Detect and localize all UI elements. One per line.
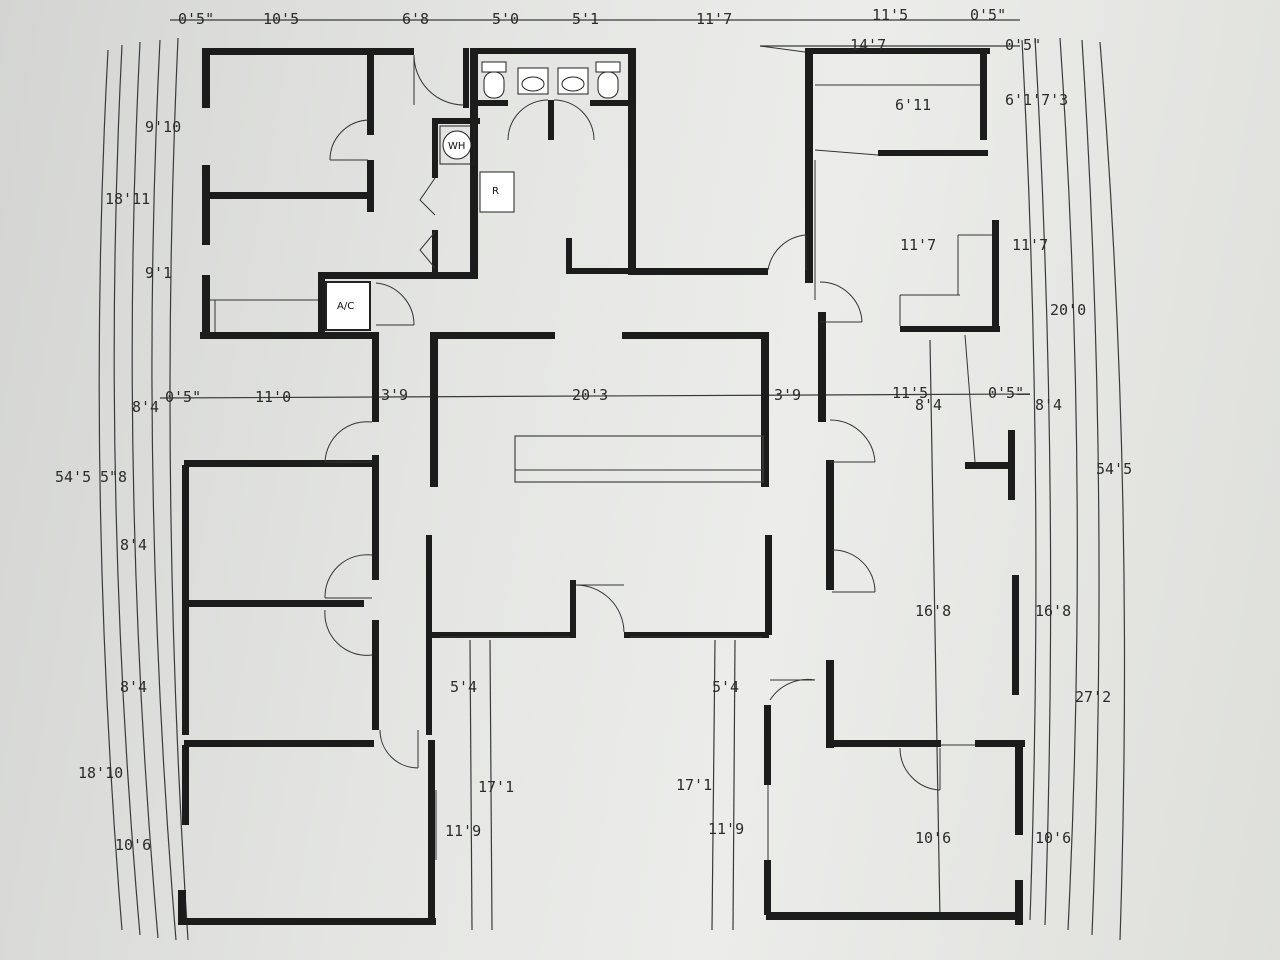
bottom-dimensions: 5'4 5'4 17'1 17'1 11'9 11'9	[445, 678, 744, 840]
dim-top-0: 0'5"	[178, 10, 214, 28]
dim-bot-4: 11'9	[445, 822, 481, 840]
thin-partitions	[210, 45, 992, 860]
dim-left-4: 54'5	[55, 468, 91, 486]
door-swings	[324, 54, 975, 791]
dim-ur-2: 11'7	[900, 236, 936, 254]
dim-mid-1: 11'0	[255, 388, 291, 406]
dim-right-3: 27'2	[1075, 688, 1111, 706]
dim-top-4: 5'1	[572, 10, 599, 28]
dim-top-5: 11'7	[696, 10, 732, 28]
dim-mid-3: 20'3	[572, 386, 608, 404]
dim-left-7: 8'4	[120, 678, 147, 696]
dim-ur-0: 6'11	[895, 96, 931, 114]
dim-top-7: 0'5"	[970, 6, 1006, 24]
walls	[178, 48, 1025, 925]
r-label: R	[492, 186, 499, 197]
dim-left-3: 8'4	[132, 398, 159, 416]
left-dimensions: 9'10 18'11 9'1 8'4 54'5 5"8 8'4 8'4 18'1…	[55, 118, 181, 854]
dim-top-8: 14'7	[850, 36, 886, 54]
dim-bot-0: 5'4	[450, 678, 477, 696]
ac-label: A/C	[337, 301, 354, 312]
top-dimensions: 0'5" 10'5 6'8 5'0 5'1 11'7 11'5 0'5" 14'…	[178, 6, 1041, 54]
dim-left-2: 9'1	[145, 264, 172, 282]
dim-ur-1: 6'1'7'3	[1005, 91, 1068, 109]
dim-mid-6: 0'5"	[988, 384, 1024, 402]
dim-bot-2: 17'1	[478, 778, 514, 796]
bathroom-fixtures	[481, 61, 621, 99]
dim-left-9: 10'6	[115, 836, 151, 854]
right-dimensions: 54'5 16'8 16'8 27'2 10'6 10'6	[915, 460, 1132, 847]
dim-bot-5: 11'9	[708, 820, 744, 838]
dim-left-0: 9'10	[145, 118, 181, 136]
water-heater: WH	[439, 125, 475, 165]
upper-right-dimensions: 6'11 6'1'7'3 11'7 11'7 20'0	[895, 91, 1086, 319]
dim-mid-4: 3'9	[774, 386, 801, 404]
dim-right-2: 16'8	[1035, 602, 1071, 620]
dim-mid-7: 8'4	[915, 396, 942, 414]
dim-left-5: 5"8	[100, 468, 127, 486]
dim-mid-8: 8'4	[1035, 396, 1062, 414]
dim-mid-2: 3'9	[381, 386, 408, 404]
horizontal-dimension-lines	[159, 19, 1031, 399]
refrigerator: R	[479, 171, 515, 213]
dim-left-6: 8'4	[120, 536, 147, 554]
dim-left-1: 18'11	[105, 190, 150, 208]
dim-ur-3: 11'7	[1012, 236, 1048, 254]
dim-top-6: 11'5	[872, 6, 908, 24]
dim-right-5: 10'6	[1035, 829, 1071, 847]
dim-ur-4: 20'0	[1050, 301, 1086, 319]
dim-right-4: 10'6	[915, 829, 951, 847]
dim-top-3: 5'0	[492, 10, 519, 28]
ac-unit: A/C	[325, 281, 371, 331]
dim-right-0: 54'5	[1096, 460, 1132, 478]
right-guide-lines	[469, 37, 1126, 941]
dim-top-9: 0'5"	[1005, 36, 1041, 54]
dim-top-2: 6'8	[402, 10, 429, 28]
dim-mid-5: 11'5	[892, 384, 928, 402]
kitchen-counter	[514, 435, 764, 483]
dim-top-1: 10'5	[263, 10, 299, 28]
dim-bot-1: 5'4	[712, 678, 739, 696]
middle-dimensions: 0'5" 11'0 3'9 20'3 3'9 11'5 0'5" 8'4 8'4	[165, 384, 1062, 414]
dim-mid-0: 0'5"	[165, 388, 201, 406]
dim-left-8: 18'10	[78, 764, 123, 782]
dim-bot-3: 17'1	[676, 776, 712, 794]
dim-right-1: 16'8	[915, 602, 951, 620]
left-guide-lines	[98, 37, 189, 941]
wh-label: WH	[448, 141, 465, 152]
